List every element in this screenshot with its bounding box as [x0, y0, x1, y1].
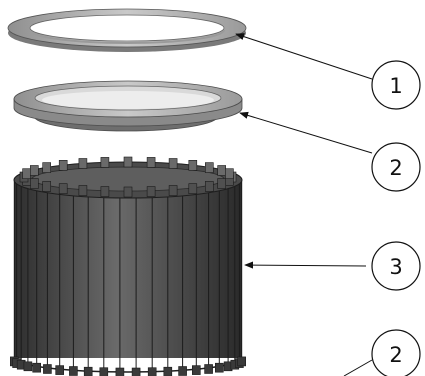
rod-cap — [22, 168, 31, 179]
balloon-1-label: 1 — [389, 74, 402, 98]
rod-cap — [217, 165, 226, 176]
part-ring-flange — [13, 80, 243, 132]
balloon-2-label: 2 — [389, 156, 402, 180]
rod-foot — [131, 367, 141, 376]
rod-foot — [115, 367, 125, 376]
rod-cap — [225, 168, 234, 179]
rod-cap — [78, 158, 88, 169]
rod-foot — [237, 356, 246, 367]
rod-cap — [58, 160, 68, 171]
rod-foot — [69, 366, 78, 376]
rod-foot — [23, 361, 33, 372]
rod-foot — [163, 366, 173, 376]
rod-cap — [123, 186, 133, 198]
rod-foot — [32, 362, 42, 373]
rod-foot — [192, 365, 201, 375]
rod-cap — [168, 158, 178, 169]
rod-foot — [83, 366, 93, 376]
rod-cap — [58, 183, 68, 194]
leader-line-4 — [343, 359, 373, 376]
rod-cap — [188, 183, 198, 194]
rod-cap — [188, 160, 198, 171]
part-ring-top — [7, 8, 247, 52]
rod-foot — [147, 367, 157, 376]
rod-cap — [29, 178, 39, 189]
rod-cap — [217, 178, 226, 189]
rod-cap — [100, 186, 110, 197]
leader-line-1 — [235, 33, 373, 80]
rod-cap — [42, 181, 52, 192]
balloon-3-label: 3 — [389, 255, 402, 279]
rod-cap — [42, 162, 52, 173]
rod-cap — [168, 185, 178, 196]
rod-cap — [100, 157, 110, 168]
balloon-2: 2 — [371, 142, 421, 192]
leader-line-3 — [244, 261, 367, 269]
rod-foot — [178, 366, 187, 376]
rod-cap — [146, 186, 156, 197]
rod-cap — [29, 165, 39, 176]
rod-foot — [99, 367, 109, 376]
rod-cap — [123, 156, 133, 168]
balloon-1: 1 — [371, 60, 421, 110]
rod-cap — [78, 185, 88, 196]
part-rod-cage — [10, 156, 246, 376]
rod-foot — [55, 365, 65, 375]
rod-foot — [204, 364, 213, 374]
rod-cap — [205, 162, 214, 173]
rod-foot — [43, 364, 52, 374]
leader-lines — [235, 33, 373, 376]
rod-cap — [205, 181, 214, 192]
rod-foot — [215, 362, 224, 373]
balloon-3: 3 — [371, 241, 421, 291]
balloon-4: 2 — [371, 329, 421, 376]
balloon-4-label: 2 — [389, 343, 402, 367]
rod-cap — [146, 157, 156, 168]
leader-line-2 — [239, 111, 373, 154]
